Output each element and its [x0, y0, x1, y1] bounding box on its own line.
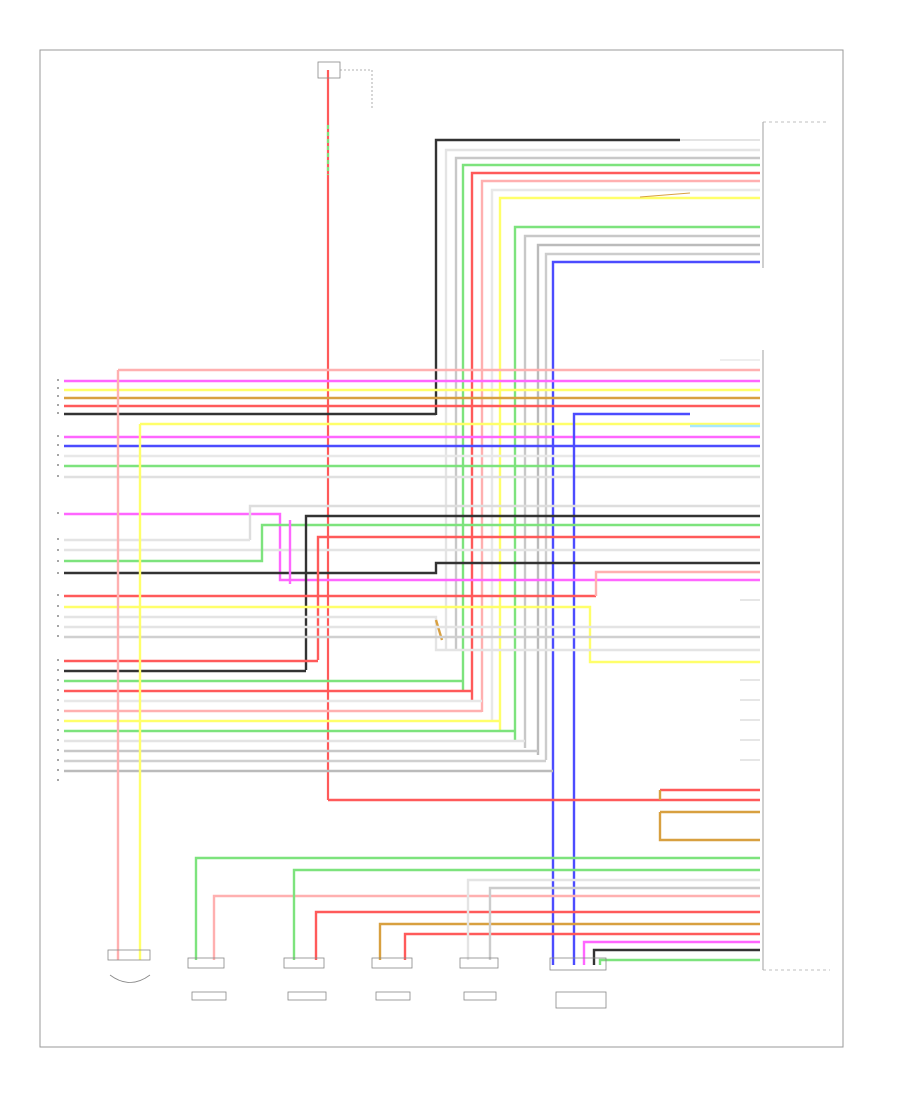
wire-h-white-5: [64, 615, 760, 652]
wire-gps-green-1: [461, 163, 760, 690]
speaker-connectors: [107, 949, 607, 1009]
diagram-frame: [39, 49, 844, 1048]
wire-h-black-2: [64, 561, 760, 575]
wire-gps-pink: [480, 179, 760, 712]
wire-gps-white-2: [490, 188, 760, 720]
fuse-source: [317, 61, 373, 800]
wire-sp-green-1: [194, 856, 760, 960]
left-pin-column: [57, 379, 59, 781]
speaker-wires: [116, 370, 760, 965]
wire-sp-red-1: [314, 910, 760, 960]
wire-gps-gray-3: [536, 243, 760, 755]
speaker-lr-door: [459, 957, 499, 1001]
wire-gps-white-1: [444, 148, 760, 650]
wire-gps-gray: [454, 156, 760, 650]
wire-sp-green-2: [292, 868, 760, 960]
wire-gps-blue: [551, 260, 760, 965]
wire-h-green-2: [64, 523, 760, 563]
speaker-lr-sq: [371, 957, 413, 1001]
gps-wires: [434, 138, 760, 965]
harness-wires: [64, 368, 760, 965]
wire-h-blue-2: [572, 412, 690, 965]
wire-gps-green-2: [513, 225, 760, 740]
speaker-rr-sq: [107, 949, 151, 983]
wire-h-pink-2: [594, 570, 760, 596]
wire-h-tan-5: [658, 812, 760, 842]
speaker-rr-door: [549, 957, 607, 1009]
wire-h-gray-1: [248, 504, 760, 540]
gps-unit: [762, 121, 826, 268]
wire-sp-gray: [488, 886, 760, 960]
wire-sp-green-3: [598, 958, 760, 965]
wire-sp-tan: [378, 922, 760, 960]
stereo-pin-stubs: [720, 359, 760, 761]
speaker-rf-door: [283, 957, 327, 1001]
wire-h-magenta-3: [64, 512, 760, 582]
speaker-lf-door: [187, 957, 227, 1001]
wire-h-yellow-3: [64, 605, 760, 664]
wire-sp-magenta: [582, 940, 760, 965]
wire-sp-red-2: [403, 932, 760, 960]
wire-h-red-2: [316, 535, 760, 660]
wire-sp-black: [592, 948, 760, 965]
stereo-unit: [762, 350, 830, 971]
wire-gps-gray-2: [523, 234, 760, 748]
wire-sp-pink-2: [212, 894, 760, 960]
wire-gps-black: [434, 138, 680, 415]
wire-gps-yellow: [498, 196, 760, 730]
wire-gps-gray-4: [544, 252, 760, 760]
wire-h-black-3: [304, 514, 760, 670]
wire-sp-white: [466, 878, 760, 960]
